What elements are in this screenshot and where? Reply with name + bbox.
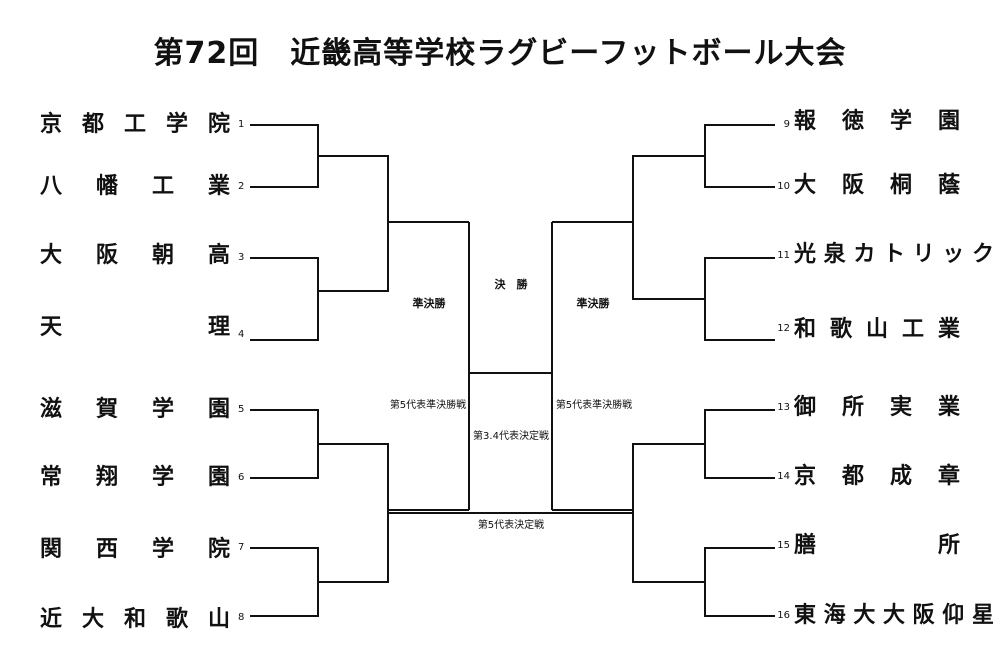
seed-number: 13 — [777, 402, 790, 413]
seed-number: 12 — [777, 323, 790, 334]
fifth-rep-semi-left-label: 第5代表準決勝戦 — [389, 400, 467, 411]
bracket-line-right-qf-top — [632, 155, 705, 300]
team-name: 近 大 和 歌 山 — [40, 607, 230, 632]
seed-number: 10 — [777, 181, 790, 192]
team-name: 八 幡 工 業 — [40, 174, 230, 199]
bracket-line-right-13-14 — [704, 409, 775, 479]
bracket-line-right-9-10 — [704, 124, 775, 188]
team-name: 膳 所 — [794, 533, 960, 558]
team-name: 天 理 — [40, 315, 230, 340]
bracket-line-left-7-8 — [250, 547, 319, 617]
team-name: 常 翔 学 園 — [40, 465, 230, 490]
bracket-line-right-11-12 — [704, 257, 775, 341]
bracket-line-left-5-6 — [250, 409, 319, 479]
third-fourth-rep-label: 第3.4代表決定戦 — [473, 431, 549, 442]
team-name: 大 阪 朝 高 — [40, 243, 230, 268]
final-label: 決 勝 — [494, 278, 528, 291]
seed-number: 6 — [238, 472, 245, 483]
seed-number: 15 — [777, 540, 790, 551]
team-name: 大 阪 桐 蔭 — [794, 173, 960, 198]
bracket-line-left-qf-top — [318, 155, 389, 292]
bracket-line-right-15-16 — [704, 547, 775, 617]
team-name: 京 都 工 学 院 — [40, 112, 230, 137]
bracket-line-left-3-4 — [250, 257, 319, 341]
seed-number: 8 — [238, 612, 245, 623]
team-name: 東 海 大 大 阪 仰 星 — [794, 603, 994, 628]
semifinal-right-label: 準決勝 — [576, 297, 610, 310]
page-title: 第72回 近畿高等学校ラグビーフットボール大会 — [153, 36, 847, 71]
seed-number: 3 — [238, 252, 245, 263]
seed-number: 11 — [777, 250, 790, 261]
seed-number: 16 — [777, 610, 790, 621]
seed-number: 7 — [238, 542, 245, 553]
team-name: 和 歌 山 工 業 — [794, 317, 960, 342]
bracket-line-right-qf-bottom — [632, 443, 705, 583]
team-name: 関 西 学 院 — [40, 537, 230, 562]
seed-number: 14 — [777, 471, 790, 482]
seed-number: 2 — [238, 181, 245, 192]
seed-number: 9 — [783, 119, 790, 130]
seed-number: 5 — [238, 404, 245, 415]
bracket-line-left-qf-bottom — [318, 443, 389, 583]
fifth-rep-final-label: 第5代表決定戦 — [477, 520, 545, 531]
seed-number: 1 — [238, 119, 245, 130]
team-name: 報 徳 学 園 — [794, 109, 960, 134]
team-name: 京 都 成 章 — [794, 464, 960, 489]
bracket-line-left-1-2 — [250, 124, 319, 188]
semifinal-left-label: 準決勝 — [412, 297, 446, 310]
team-name: 光 泉 カ ト リ ッ ク — [794, 242, 994, 267]
team-name: 御 所 実 業 — [794, 395, 960, 420]
fifth-rep-semi-right-label: 第5代表準決勝戦 — [555, 400, 633, 411]
team-name: 滋 賀 学 園 — [40, 397, 230, 422]
seed-number: 4 — [238, 329, 245, 340]
